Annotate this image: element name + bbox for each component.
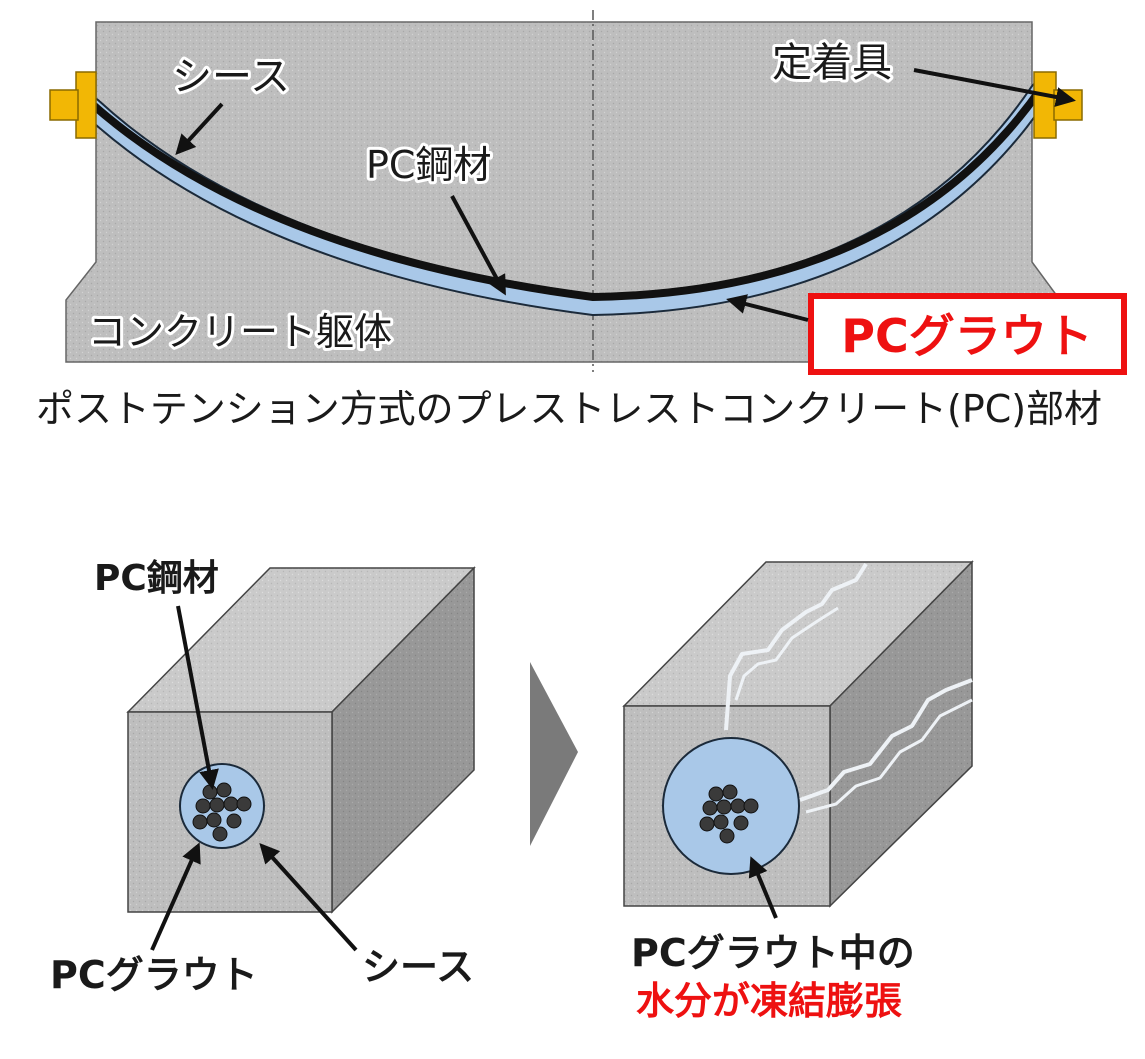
left-sheath-arrow bbox=[259, 843, 358, 952]
body-label: コンクリート躯体 bbox=[88, 310, 392, 354]
right-note-line1: PCグラウト中の bbox=[631, 931, 915, 975]
left-grout-arrow bbox=[150, 842, 201, 951]
left-strand-bundle bbox=[192, 782, 252, 842]
top-caption: ポストテンション方式のプレストレストコンクリート(PC)部材 bbox=[36, 387, 1102, 431]
grout-fill bbox=[83, 83, 1049, 315]
anchor-arrow bbox=[913, 68, 1076, 107]
grout-highlight-label: PCグラウト bbox=[841, 309, 1092, 363]
sheath-label: シース bbox=[172, 54, 290, 100]
grout-highlight-box bbox=[808, 293, 1127, 375]
left-sheath-label: シース bbox=[362, 945, 474, 989]
right-cross-section-block: PCグラウト中の 水分が凍結膨張 bbox=[622, 560, 974, 1026]
beam-elevation: シース 定着具 PC鋼材 コンクリート躯体 PCグラウト ポストテンション方式の… bbox=[36, 10, 1127, 431]
left-cross-section-block: PC鋼材 PCグラウト シース bbox=[47, 555, 477, 1000]
steel-label: PC鋼材 bbox=[366, 143, 491, 187]
frost-crack-lines bbox=[724, 562, 973, 814]
right-note-line2: 水分が凍結膨張 bbox=[636, 979, 902, 1023]
right-anchor bbox=[1033, 71, 1083, 139]
left-steel-arrow bbox=[176, 605, 219, 790]
anchor-label: 定着具 bbox=[772, 40, 892, 86]
steel-arrow bbox=[450, 195, 506, 296]
right-grout-arrow bbox=[748, 856, 778, 919]
transition-chevron-icon bbox=[530, 662, 578, 846]
right-strand-bundle bbox=[699, 784, 759, 844]
sheath-arrow bbox=[175, 102, 224, 155]
grout-arrow bbox=[726, 294, 809, 322]
left-grout-label: PCグラウト bbox=[50, 953, 258, 997]
left-anchor bbox=[49, 71, 97, 139]
left-steel-label: PC鋼材 bbox=[94, 558, 219, 599]
pc-steel-tendon bbox=[88, 86, 1044, 302]
